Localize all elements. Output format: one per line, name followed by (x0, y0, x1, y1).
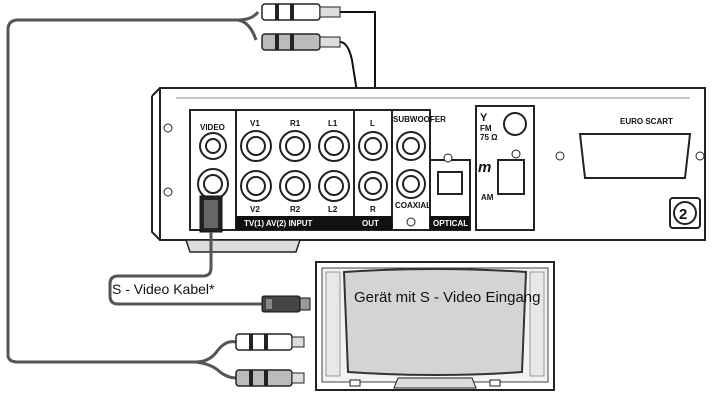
out-r-label: R (370, 205, 376, 214)
av-jacks-row1 (240, 130, 350, 162)
subwoofer-label: SUBWOOFER (393, 115, 446, 124)
am-label: AM (481, 193, 494, 202)
svideo-cable (108, 195, 311, 313)
optical-label: OPTICAL (433, 219, 468, 228)
r1-label: R1 (290, 119, 301, 128)
region-code-number: 2 (679, 206, 687, 223)
coaxial-label: COAXIAL (395, 201, 431, 210)
video-label: VIDEO (200, 123, 225, 132)
tv-screen-text: Gerät mit S - Video Eingang (354, 289, 541, 306)
euro-scart-label: EURO SCART (620, 117, 673, 126)
input-bar-label: TV(1) AV(2) INPUT (244, 219, 313, 228)
out-l-label: L (370, 119, 375, 128)
audio-cable-bottom (6, 333, 305, 387)
l2-label: L2 (328, 205, 338, 214)
v1-label: V1 (250, 119, 260, 128)
av-jacks-row2 (240, 170, 350, 202)
receiver-rear-panel: VIDEO V1 R1 L1 V2 R2 L2 L R SUBWOOFER (151, 87, 706, 253)
out-bar-label: OUT (362, 219, 379, 228)
l1-label: L1 (328, 119, 338, 128)
v2-label: V2 (250, 205, 260, 214)
am-loop-icon: m (478, 159, 491, 176)
region-code-icon: 2 (669, 197, 701, 229)
fm-label: FM (480, 124, 492, 133)
svideo-cable-label: S - Video Kabel* (112, 281, 215, 297)
r2-label: R2 (290, 205, 301, 214)
antenna-icon: Y (480, 112, 488, 124)
television: Gerät mit S - Video Eingang (315, 261, 555, 391)
fm-ohm-label: 75 Ω (480, 133, 498, 142)
